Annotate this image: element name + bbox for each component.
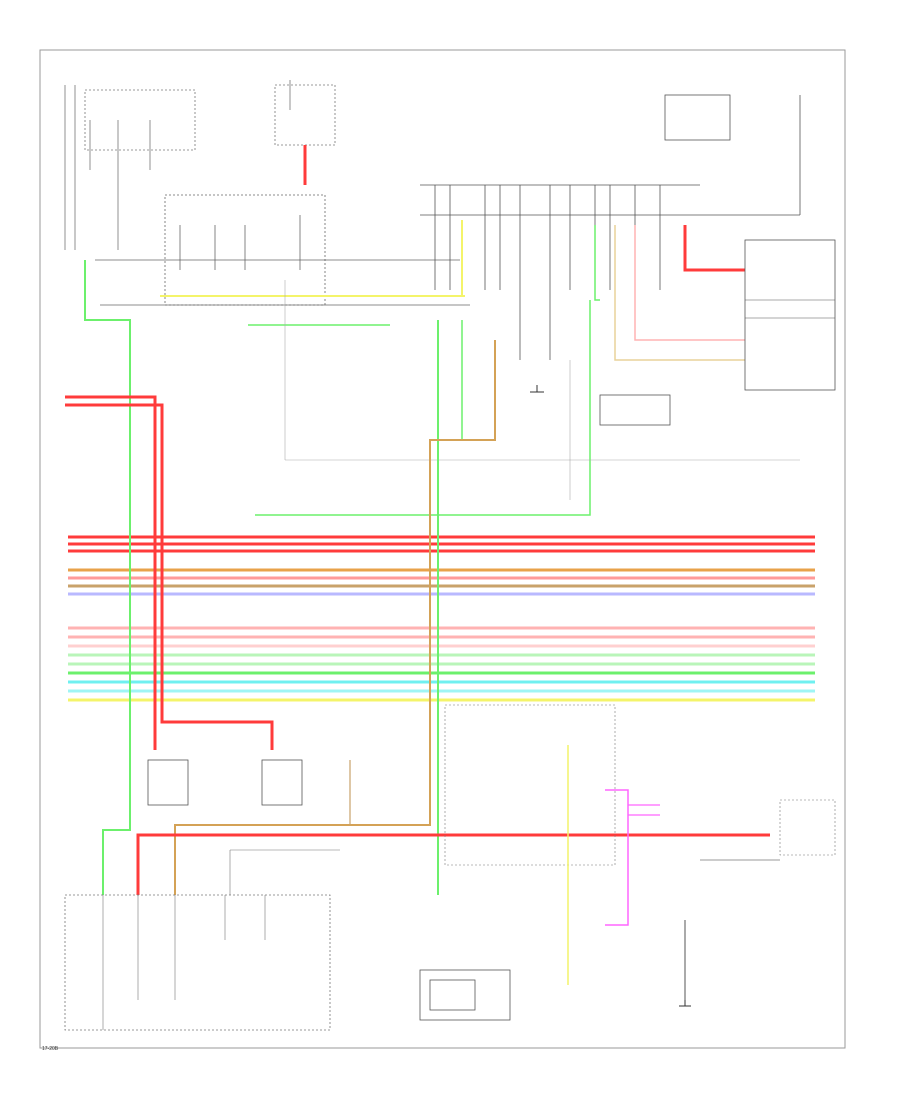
fuse-box-center-outline [274, 84, 336, 146]
wire-green-sensor [255, 300, 591, 516]
module-lower-left-internals [102, 849, 340, 1030]
ground-icon-right [679, 1000, 691, 1007]
wire-red-lower [136, 833, 770, 895]
wire-red-to-ecu [683, 225, 745, 272]
power-window-relay-left [147, 759, 189, 806]
switch-lower-center-inner [429, 979, 476, 1011]
fuse-box-left-outline [84, 89, 196, 151]
ground-icon-center [530, 385, 544, 393]
connector-block-top-right [420, 94, 801, 360]
wire-green-left-vertical [84, 260, 131, 895]
wire-tan-center [174, 340, 496, 895]
module-lower-left [64, 894, 331, 1031]
switch-lower-center [419, 969, 511, 1021]
wire-magenta-loop [605, 789, 629, 926]
wire-red-left-harness [65, 395, 157, 750]
power-window-relay-right [261, 759, 303, 806]
diagram-border [39, 49, 846, 1049]
fuse-group-left [64, 80, 336, 250]
wire-red-left-harness-2 [65, 403, 274, 750]
power-window-main-switch-outline [444, 704, 616, 866]
wire-green-to-ecu [594, 225, 600, 301]
wire-pink-to-ecu [634, 225, 745, 341]
bus-harness [68, 535, 815, 702]
relay-row [95, 194, 470, 306]
motor-module-right [779, 799, 836, 856]
ecu-module-right [744, 239, 836, 391]
page-code: 17-20B [42, 1046, 59, 1052]
wire-tan-to-ecu [614, 225, 745, 361]
gray-returns [284, 280, 800, 500]
switch-box-right [599, 394, 671, 426]
